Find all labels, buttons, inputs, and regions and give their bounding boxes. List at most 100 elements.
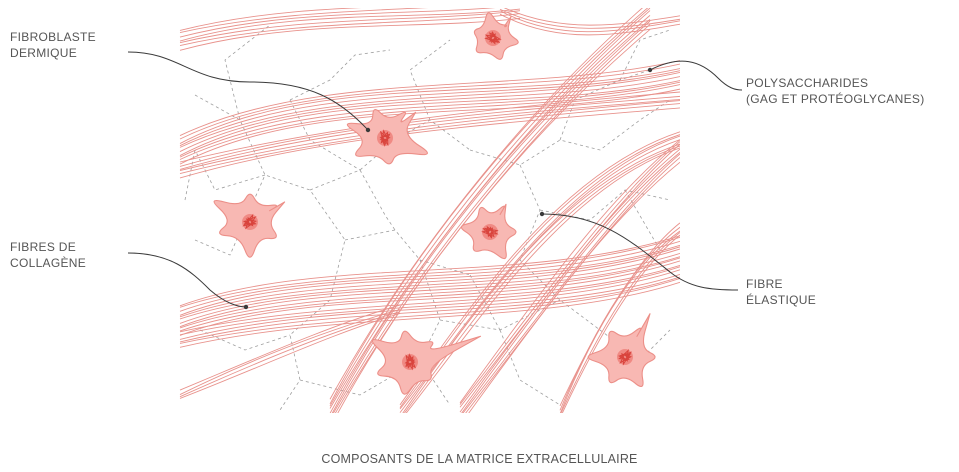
collagen-fibre — [468, 161, 680, 413]
collagen-fibre — [179, 10, 521, 44]
collagen-fibre — [329, 8, 644, 400]
nucleus-squiggle — [242, 213, 257, 230]
collagen-fibre — [179, 107, 680, 179]
fibroblast-cell — [460, 203, 517, 260]
fibroblast-cell — [587, 313, 656, 388]
collagen-fibre — [179, 246, 680, 318]
collagen-fibre — [459, 141, 680, 405]
collagen-fibre — [179, 8, 521, 42]
collagen-fibre — [503, 8, 680, 26]
cell-nucleus — [481, 224, 499, 240]
collagen-fibre — [559, 226, 680, 411]
collagen-fibre — [179, 269, 680, 336]
label-elastique-line1: FIBRE — [746, 277, 783, 291]
collagen-fibre — [179, 103, 680, 174]
cell-nucleus — [377, 129, 393, 147]
fibroblast-cells — [213, 12, 656, 395]
collagen-fibre — [179, 281, 680, 348]
network-strand — [519, 164, 601, 331]
collagen-fibre — [179, 256, 680, 328]
collagen-fibre — [461, 152, 680, 413]
collagen-fibre — [179, 266, 680, 333]
collagen-fibre — [499, 13, 680, 36]
collagen-fibre — [462, 153, 680, 413]
collagen-fibre — [179, 68, 680, 144]
network-strand — [359, 169, 396, 231]
label-fibroblaste-line1: FIBROBLASTE — [10, 30, 96, 44]
collagen-fibre — [179, 257, 680, 329]
collagen-fibre — [560, 232, 680, 413]
collagen-fibre — [179, 81, 680, 158]
cell-body — [371, 330, 482, 395]
fibroblast-cell — [346, 109, 428, 165]
leader-lines — [127, 51, 743, 308]
collagen-fibre — [179, 265, 680, 336]
collagen-fibre — [499, 8, 680, 29]
collagen-fibre — [561, 234, 680, 413]
fibroblast-cell — [371, 330, 482, 395]
diagram-title: COMPOSANTS DE LA MATRICE EXTRACELLULAIRE — [321, 452, 638, 466]
label-collagene-line2: COLLAGÈNE — [10, 256, 87, 270]
collagen-fibre — [179, 276, 680, 343]
network-strand — [499, 329, 561, 406]
collagen-fibre — [179, 8, 360, 31]
collagen-fibre — [329, 8, 649, 405]
collagen-fibre — [179, 80, 680, 156]
collagen-fibre — [499, 10, 680, 33]
collagen-fibre — [329, 15, 651, 413]
collagen-fibre — [331, 19, 651, 413]
collagen-fibre — [179, 76, 680, 152]
label-polysaccharides: POLYSACCHARIDES (GAG ET PROTÉOGLYCANES) — [746, 75, 925, 107]
collagen-fibre — [179, 100, 680, 172]
label-fibroblaste: FIBROBLASTE DERMIQUE — [10, 29, 96, 61]
dot-fibroblaste — [365, 127, 371, 133]
label-collagene: FIBRES DE COLLAGÈNE — [10, 239, 86, 271]
network-strand — [559, 69, 651, 141]
label-collagene-line1: FIBRES DE — [10, 240, 77, 254]
nucleus-squiggle — [404, 353, 417, 371]
collagen-fibre — [179, 71, 680, 148]
collagen-fibre — [179, 8, 429, 33]
collagen-fibre — [179, 312, 401, 399]
collagen-fibre — [333, 20, 651, 413]
collagen-fibre — [179, 309, 401, 395]
collagen-fibre — [179, 273, 680, 340]
cell-nucleus — [402, 353, 418, 371]
collagen-fibre — [179, 91, 680, 163]
dot-collagene — [243, 304, 249, 310]
network-strand — [194, 94, 346, 301]
cell-nucleus — [242, 213, 258, 230]
collagen-fibre — [179, 13, 521, 46]
nucleus-squiggle — [484, 30, 502, 45]
network-strand — [469, 274, 501, 331]
collagen-fibre — [179, 70, 680, 147]
collagen-fibre — [179, 95, 680, 167]
leader-fibroblaste — [127, 51, 369, 131]
collagen-fibre — [179, 235, 680, 307]
leader-polysaccharides — [649, 60, 743, 91]
label-polysaccharides-line2: (GAG ET PROTÉOGLYCANES) — [746, 92, 925, 106]
nucleus-squiggle — [481, 225, 499, 239]
dot-polysaccharides — [647, 67, 653, 73]
network-strand — [289, 49, 391, 101]
collagen-fibre — [179, 240, 680, 312]
leader-dots — [243, 67, 653, 310]
cell-nucleus — [484, 30, 502, 46]
collagen-fibre — [179, 84, 680, 160]
collagen-fibre — [179, 236, 680, 308]
collagen-fibre — [179, 17, 521, 51]
collagen-fibre — [179, 60, 680, 136]
network-strand — [409, 39, 451, 121]
collagen-fibre — [179, 248, 680, 320]
collagen-fibre — [559, 230, 680, 413]
network-strand — [619, 29, 671, 81]
collagen-fibre — [329, 8, 651, 407]
fibroblast-cell — [473, 12, 519, 60]
collagen-fibre — [459, 148, 680, 413]
network-strand — [309, 119, 471, 191]
collagen-fibre — [459, 139, 680, 404]
collagen-fibre — [179, 260, 680, 332]
label-fibroblaste-line2: DERMIQUE — [10, 46, 78, 60]
collagen-fibre — [179, 244, 680, 316]
